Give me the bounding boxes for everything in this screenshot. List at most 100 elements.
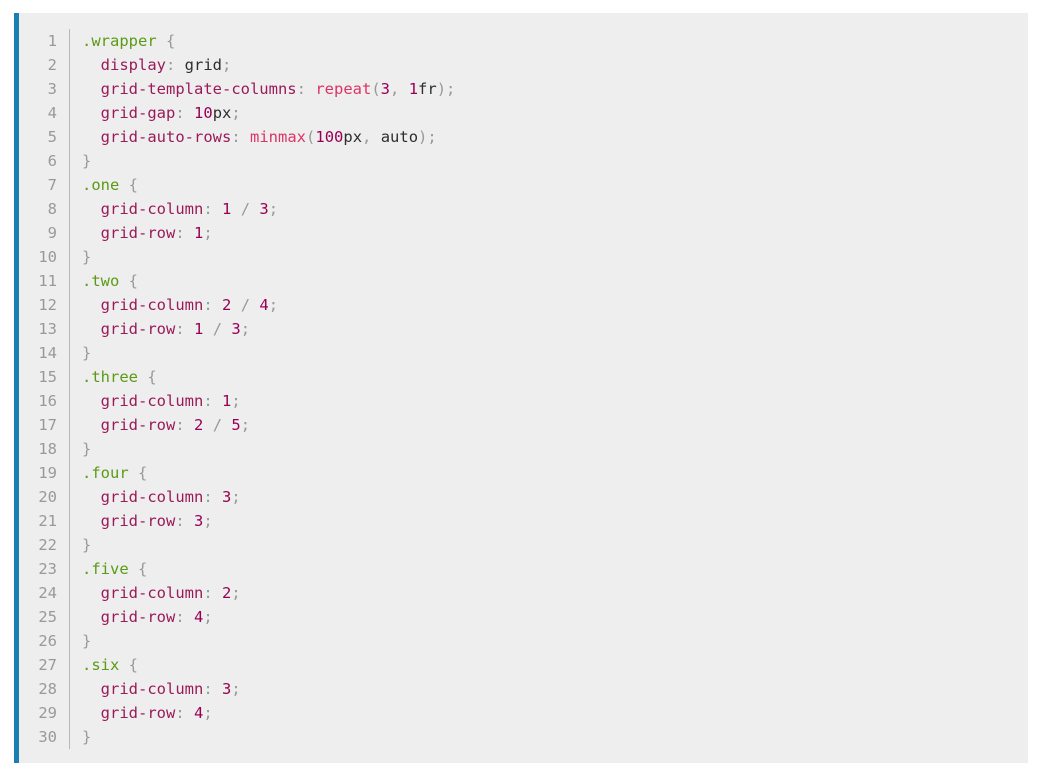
code-token-punct: :	[175, 416, 185, 434]
code-token-punct: :	[203, 200, 213, 218]
code-token-num: 2	[222, 296, 232, 314]
code-token-punct: ;	[222, 56, 232, 74]
code-token-val	[250, 296, 259, 314]
code-token-val	[231, 200, 240, 218]
line-number: 28	[19, 677, 70, 701]
line-number: 12	[19, 293, 70, 317]
code-token-val	[185, 704, 194, 722]
code-token-punct: {	[138, 560, 148, 578]
line-number: 4	[19, 101, 70, 125]
code-text: .two {	[70, 269, 138, 293]
code-line: 22}	[19, 533, 1028, 557]
code-lines: 1.wrapper {2 display: grid;3 grid-templa…	[19, 29, 1028, 749]
code-token-punct: ;	[268, 296, 279, 314]
code-text: }	[70, 533, 91, 557]
code-token-val	[213, 488, 222, 506]
line-number: 20	[19, 485, 70, 509]
code-line: 29 grid-row: 4;	[19, 701, 1028, 725]
code-token-val	[203, 416, 212, 434]
code-token-punct: }	[82, 344, 92, 362]
code-token-prop: grid-column	[100, 680, 204, 698]
code-line: 5 grid-auto-rows: minmax(100px, auto);	[19, 125, 1028, 149]
code-token-val	[82, 584, 101, 602]
code-text: grid-row: 2 / 5;	[70, 413, 250, 437]
code-token-selector: .six	[82, 656, 120, 674]
code-line: 3 grid-template-columns: repeat(3, 1fr);	[19, 77, 1028, 101]
code-line: 21 grid-row: 3;	[19, 509, 1028, 533]
code-token-val	[82, 704, 101, 722]
code-line: 2 display: grid;	[19, 53, 1028, 77]
code-text: grid-column: 1;	[70, 389, 241, 413]
code-token-prop: grid-column	[100, 200, 204, 218]
code-block: 1.wrapper {2 display: grid;3 grid-templa…	[14, 13, 1028, 763]
code-text: }	[70, 341, 91, 365]
code-token-punct: }	[82, 632, 92, 650]
code-token-num: 10	[194, 104, 213, 122]
code-token-num: 4	[259, 296, 269, 314]
code-text: grid-auto-rows: minmax(100px, auto);	[70, 125, 437, 149]
code-token-num: 3	[194, 512, 204, 530]
code-line: 15.three {	[19, 365, 1028, 389]
line-number: 13	[19, 317, 70, 341]
code-token-val	[213, 680, 222, 698]
code-token-prop: grid-column	[100, 488, 204, 506]
line-number: 8	[19, 197, 70, 221]
code-token-punct: }	[82, 248, 92, 266]
code-token-val	[185, 224, 194, 242]
code-line: 10}	[19, 245, 1028, 269]
code-token-punct: {	[128, 176, 139, 194]
code-token-prop: grid-template-columns	[100, 80, 297, 98]
code-token-val	[222, 320, 231, 338]
line-number: 27	[19, 653, 70, 677]
code-token-val	[119, 272, 128, 290]
code-token-val	[82, 512, 101, 530]
code-token-num: 1	[222, 392, 232, 410]
code-token-prop: grid-row	[100, 416, 176, 434]
line-number: 25	[19, 605, 70, 629]
code-token-val	[250, 200, 259, 218]
line-number: 10	[19, 245, 70, 269]
code-line: 11.two {	[19, 269, 1028, 293]
code-token-val	[185, 320, 194, 338]
code-token-punct: ;	[240, 416, 251, 434]
code-token-num: 1	[194, 224, 204, 242]
code-line: 24 grid-column: 2;	[19, 581, 1028, 605]
line-number: 14	[19, 341, 70, 365]
code-token-val	[82, 200, 101, 218]
code-token-punct: :	[175, 104, 185, 122]
code-token-punct: ;	[231, 584, 241, 602]
code-text: grid-column: 1 / 3;	[70, 197, 278, 221]
line-number: 29	[19, 701, 70, 725]
code-token-val	[241, 128, 250, 146]
code-token-punct: :	[231, 128, 241, 146]
code-token-punct: ;	[231, 488, 241, 506]
code-token-func: repeat	[315, 80, 372, 98]
code-text: }	[70, 437, 91, 461]
line-number: 19	[19, 461, 70, 485]
code-token-punct: ;	[203, 608, 213, 626]
code-token-punct: {	[128, 656, 139, 674]
code-line: 19.four {	[19, 461, 1028, 485]
code-token-punct: {	[166, 32, 176, 50]
code-token-prop: grid-row	[100, 224, 176, 242]
code-line: 1.wrapper {	[19, 29, 1028, 53]
code-token-punct: /	[212, 320, 223, 338]
code-text: grid-row: 4;	[70, 605, 213, 629]
code-token-prop: grid-gap	[100, 104, 176, 122]
code-token-punct: ;	[231, 104, 241, 122]
code-token-punct: :	[296, 80, 306, 98]
code-token-punct: :	[175, 704, 185, 722]
code-token-punct: ,	[362, 128, 372, 146]
code-token-num: 3	[222, 488, 232, 506]
code-text: grid-column: 2 / 4;	[70, 293, 278, 317]
code-text: grid-row: 1;	[70, 221, 213, 245]
code-token-val	[138, 368, 147, 386]
line-number: 3	[19, 77, 70, 101]
code-token-val	[82, 56, 101, 74]
code-token-punct: {	[138, 464, 148, 482]
code-token-prop: grid-column	[100, 392, 204, 410]
line-number: 2	[19, 53, 70, 77]
code-line: 27 .six {	[19, 653, 1028, 677]
code-token-punct: );	[418, 128, 437, 146]
code-token-val	[185, 512, 194, 530]
